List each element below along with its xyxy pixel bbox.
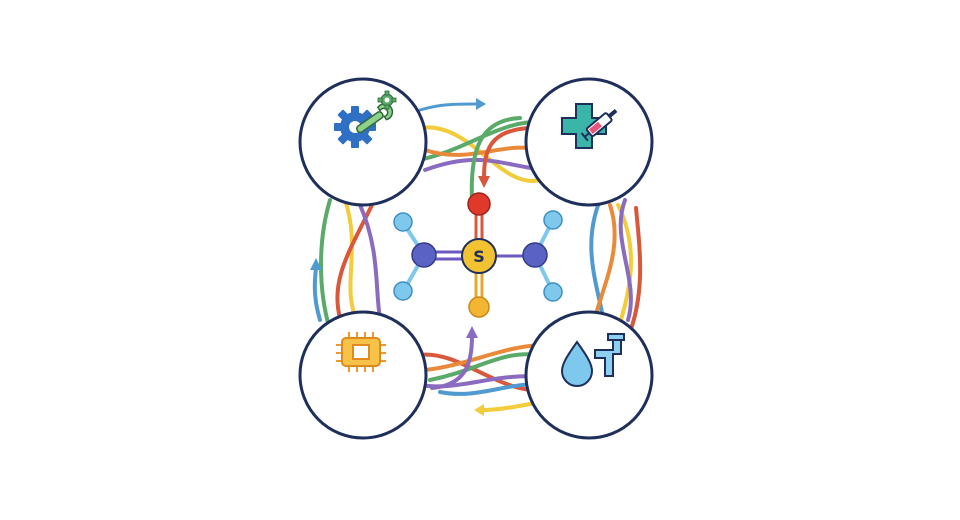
node-medicine	[524, 77, 654, 207]
node-circle-electronics	[298, 310, 428, 440]
atom-hydrogen-ll	[393, 281, 413, 301]
node-industry	[298, 77, 428, 207]
ribbon-right-yellow	[616, 203, 634, 332]
atom-hydrogen-ur	[543, 210, 563, 230]
medical-cross-syringe-icon	[561, 103, 618, 149]
atom-oxygen-bottom	[468, 296, 490, 318]
sulfonyl-molecule: S	[393, 192, 563, 318]
atom-carbon-right	[522, 242, 548, 268]
water-drop-pipe-icon	[560, 333, 625, 387]
ribbon-top-yellow	[418, 125, 542, 183]
atom-carbon-left	[411, 242, 437, 268]
ribbon-arrow-blue-top	[418, 102, 478, 112]
arrowhead-bottom-yellow	[474, 404, 484, 416]
ribbon-left-yellow	[343, 198, 360, 324]
flow-arrowheads	[310, 98, 490, 416]
atom-sulfur-label: S	[473, 247, 485, 266]
arrowhead-left-blue	[310, 258, 322, 270]
arrowhead-top-red	[478, 176, 490, 188]
atom-sulfur	[461, 238, 497, 274]
microchip-icon	[336, 332, 386, 372]
ribbon-top-orange	[423, 145, 542, 157]
atom-hydrogen-lr	[543, 282, 563, 302]
ribbon-top-green2	[469, 116, 522, 202]
arrowhead-top-blue	[476, 98, 486, 110]
atom-oxygen-top	[467, 192, 491, 216]
atom-hydrogen-ul	[393, 212, 413, 232]
node-water	[524, 310, 654, 440]
ribbon-right-red	[628, 206, 643, 334]
gear-with-wrench-icon	[334, 90, 397, 148]
arrowhead-bottom-purple	[466, 326, 478, 338]
ribbon-left-blue	[312, 266, 322, 322]
node-circle-industry	[298, 77, 428, 207]
ribbon-top-red	[482, 126, 532, 180]
ribbon-left-green	[319, 198, 332, 332]
ribbon-left-purple	[358, 203, 382, 320]
node-electronics	[298, 310, 428, 440]
ribbon-bottom-purple2	[430, 334, 474, 390]
ribbon-right-purple	[618, 198, 633, 322]
